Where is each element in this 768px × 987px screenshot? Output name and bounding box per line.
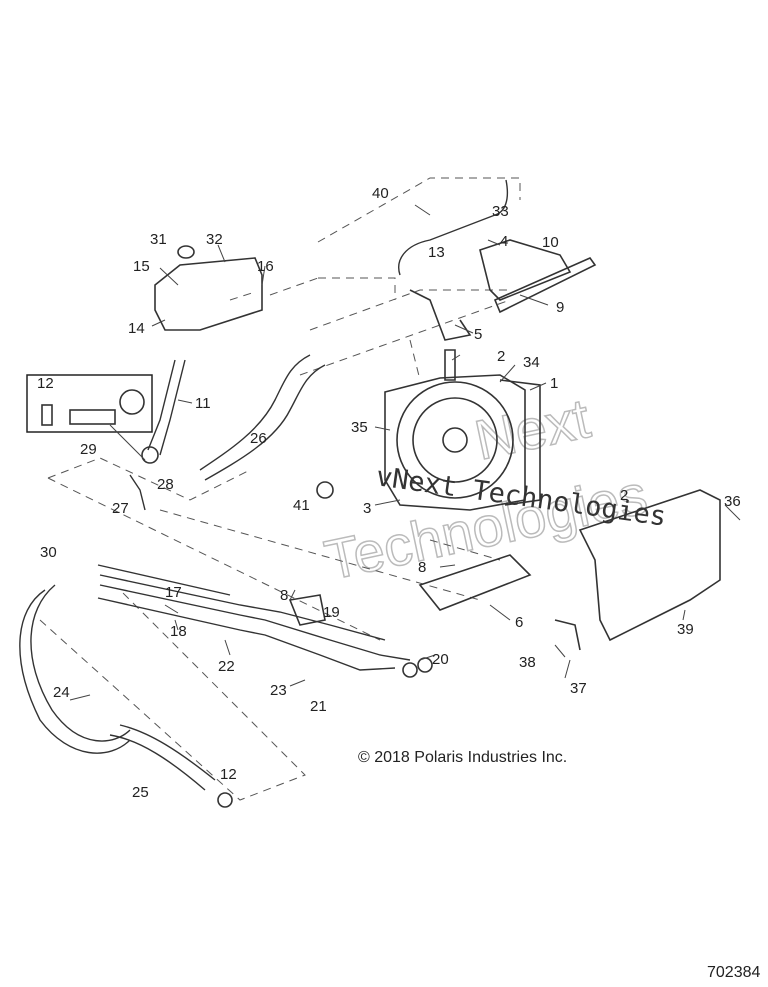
coolant-reservoir — [154, 245, 263, 331]
callout-31: 31 — [150, 231, 167, 248]
callout-26: 26 — [250, 430, 267, 447]
callout-2: 2 — [497, 348, 505, 365]
callout-13: 13 — [428, 244, 445, 261]
hose-27 — [129, 474, 146, 511]
hose-11 — [147, 359, 176, 451]
inset-frame — [26, 374, 153, 433]
callout-36: 36 — [724, 493, 741, 510]
callout-30: 30 — [40, 544, 57, 561]
callout-41: 41 — [293, 497, 310, 514]
callout-10: 10 — [542, 234, 559, 251]
fittings — [141, 446, 581, 808]
callout-8: 8 — [418, 559, 426, 576]
callout-6: 6 — [515, 614, 523, 631]
bracket-37 — [554, 619, 581, 651]
callout-17: 17 — [165, 584, 182, 601]
callout-19: 19 — [323, 604, 340, 621]
callout-9: 9 — [556, 299, 564, 316]
coolant-tubes — [97, 564, 411, 671]
watermark: Technologies Next vNext Technologies — [319, 385, 668, 592]
callout-11: 11 — [195, 395, 211, 412]
callout-1: 1 — [550, 375, 558, 392]
hose-25 — [109, 734, 206, 791]
callout-20: 20 — [432, 651, 449, 668]
watermark-ghost-next: Next — [469, 386, 595, 472]
front-shroud — [418, 489, 721, 642]
callout-21: 21 — [310, 698, 327, 715]
callout-34: 34 — [523, 354, 540, 371]
reservoir-tank — [154, 257, 263, 331]
callout-labels: 1 2 2 3 4 5 6 8 8 9 10 11 12 12 13 14 15… — [37, 185, 741, 801]
shroud-assembly — [578, 489, 721, 642]
tube-18 — [97, 564, 231, 596]
inset-detail — [26, 374, 153, 461]
fan-shroud — [396, 381, 514, 499]
tube-17 — [99, 584, 411, 661]
bracket-19 — [288, 594, 326, 626]
callout-18: 18 — [170, 623, 187, 640]
callout-12-inset: 12 — [37, 375, 54, 392]
callout-40: 40 — [372, 185, 389, 202]
callout-15: 15 — [133, 258, 150, 275]
callout-35: 35 — [351, 419, 368, 436]
clamp-12 — [217, 792, 233, 808]
callout-28: 28 — [157, 476, 174, 493]
clamp-41 — [316, 481, 334, 499]
callout-5: 5 — [474, 326, 482, 343]
callout-4: 4 — [500, 233, 508, 250]
callout-23: 23 — [270, 682, 287, 699]
bracket-9 — [493, 257, 597, 314]
callout-37: 37 — [570, 680, 587, 697]
reservoir-cap — [177, 245, 195, 259]
leader-lines — [69, 204, 741, 701]
callout-25: 25 — [132, 784, 149, 801]
callout-12: 12 — [220, 766, 237, 783]
document-number: 702384 — [707, 964, 760, 981]
callout-2-shroud: 2 — [620, 487, 628, 504]
copyright-text: © 2018 Polaris Industries Inc. — [358, 749, 567, 766]
callout-29: 29 — [80, 441, 97, 458]
clamp-20a — [402, 662, 418, 678]
callout-38: 38 — [519, 654, 536, 671]
radiator-core — [384, 374, 526, 511]
callout-39: 39 — [677, 621, 694, 638]
callout-27: 27 — [112, 500, 129, 517]
callout-24: 24 — [53, 684, 70, 701]
radiator-side-tank — [499, 379, 541, 506]
clamp-28 — [141, 446, 159, 464]
callout-8-tube: 8 — [280, 587, 288, 604]
plate-6 — [418, 554, 532, 611]
bracket-4 — [479, 239, 572, 301]
callout-22: 22 — [218, 658, 235, 675]
fan-hub — [442, 427, 468, 453]
hose-40 — [398, 179, 509, 276]
upper-brackets — [398, 179, 597, 341]
callout-3: 3 — [363, 500, 371, 517]
hose-26 — [199, 354, 311, 471]
hoses — [19, 354, 326, 791]
callout-14: 14 — [128, 320, 145, 337]
assembly-guide-lines — [39, 177, 521, 801]
callout-32: 32 — [206, 231, 223, 248]
callout-33: 33 — [492, 203, 509, 220]
hose-24 — [19, 589, 131, 754]
fan-motor-connector — [444, 349, 456, 381]
callout-16: 16 — [257, 258, 274, 275]
radiator-fan-assembly — [384, 349, 541, 511]
fan-blades — [412, 397, 498, 483]
